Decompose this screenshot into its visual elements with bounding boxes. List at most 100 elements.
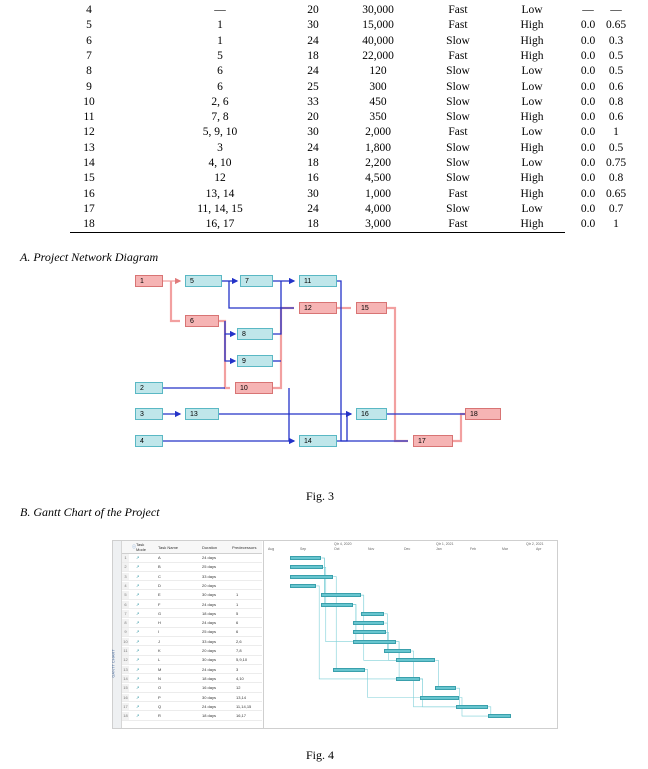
network-node: 8 [237, 328, 273, 340]
gantt-bar[interactable] [360, 611, 385, 616]
row-number: 15 [122, 684, 129, 692]
cell-pred: 4, 10 [208, 157, 232, 169]
task-mode-icon: ↗ [136, 666, 140, 672]
gantt-bar[interactable] [352, 639, 397, 644]
section-b-heading: B. Gantt Chart of the Project [20, 505, 160, 519]
cell-risk: High [520, 141, 544, 154]
cell-pred: 5, 9, 10 [202, 126, 238, 139]
cell-risk: Low [521, 4, 543, 16]
gantt-bar[interactable] [396, 676, 420, 681]
task-duration: 24 days [202, 620, 217, 626]
cell-p0: 0.0 [580, 172, 596, 185]
task-duration: 30 days [202, 657, 217, 663]
cell-dur: 30 [307, 187, 319, 200]
cell-p0: 0.0 [580, 80, 596, 93]
network-node: 5 [185, 275, 222, 287]
gantt-bar[interactable] [352, 630, 386, 635]
gantt-bar[interactable] [290, 556, 322, 560]
gantt-side-panel: GANTT CHART [111, 541, 122, 728]
task-duration: 20 days [202, 582, 217, 588]
cell-dur: 20 [307, 111, 319, 124]
task-duration: 33 days [202, 573, 217, 579]
task-predecessors: 1 [236, 601, 239, 607]
task-duration: 24 days [202, 703, 217, 709]
cell-risk: Low [521, 80, 543, 93]
gantt-bar[interactable] [396, 658, 436, 663]
cell-dur: 25 [307, 80, 319, 93]
cell-p1: 0.5 [608, 65, 624, 78]
gantt-bar[interactable] [333, 667, 365, 672]
task-predecessors: 2,6 [236, 638, 242, 644]
network-node: 2 [135, 382, 163, 394]
network-edges [163, 277, 468, 445]
task-predecessors: 7,8 [236, 648, 242, 653]
cell-id: 13 [83, 141, 95, 154]
cell-p0: 0.0 [580, 65, 596, 78]
gantt-bar[interactable] [435, 686, 457, 691]
task-mode-icon: ↗ [136, 694, 140, 700]
gantt-bar[interactable] [321, 593, 361, 598]
cell-speed: Slow [446, 111, 470, 124]
cell-id: 11 [83, 111, 95, 124]
month-label: Dec [404, 547, 411, 551]
gantt-bar[interactable] [456, 704, 488, 709]
cell-p0: 0.0 [580, 111, 596, 124]
cell-cost: 40,000 [362, 34, 394, 47]
cell-cost: 2,000 [365, 126, 391, 139]
cell-p0: 0.0 [580, 19, 596, 32]
gantt-bar[interactable] [352, 621, 385, 626]
cell-pred: 3 [217, 141, 223, 154]
gantt-bar[interactable] [487, 714, 512, 719]
task-predecessors: 5 [236, 610, 239, 616]
cell-id: 6 [86, 34, 92, 47]
gantt-bar[interactable] [321, 602, 353, 607]
cell-pred: 1 [217, 34, 223, 47]
row-number: 3 [122, 572, 129, 581]
cell-speed: Slow [446, 80, 470, 93]
cell-risk: High [520, 49, 544, 62]
month-label: Nov [368, 547, 375, 551]
cell-cost: 4,500 [365, 172, 391, 185]
task-name: G [158, 610, 162, 616]
row-number: 10 [122, 637, 129, 646]
task-duration: 25 days [202, 564, 217, 570]
col-task-mode: Task Mode [136, 542, 147, 552]
network-node: 10 [235, 382, 273, 394]
gantt-bar[interactable] [290, 583, 317, 588]
cell-pred: 12 [214, 172, 226, 185]
gantt-bar[interactable] [290, 574, 334, 579]
gantt-bar[interactable] [384, 649, 411, 653]
cell-p1: 0.8 [608, 95, 624, 108]
cell-id: 8 [86, 65, 92, 78]
row-number: 16 [122, 693, 129, 701]
network-node: 17 [413, 435, 453, 447]
network-node: 14 [299, 435, 337, 447]
gantt-bar[interactable] [419, 695, 459, 700]
task-name: B [158, 564, 161, 570]
cell-risk: High [520, 34, 544, 47]
gantt-bar[interactable] [290, 565, 323, 570]
cell-pred: 7, 8 [211, 111, 229, 124]
task-name: H [158, 620, 161, 626]
task-predecessors: 3 [236, 666, 239, 672]
